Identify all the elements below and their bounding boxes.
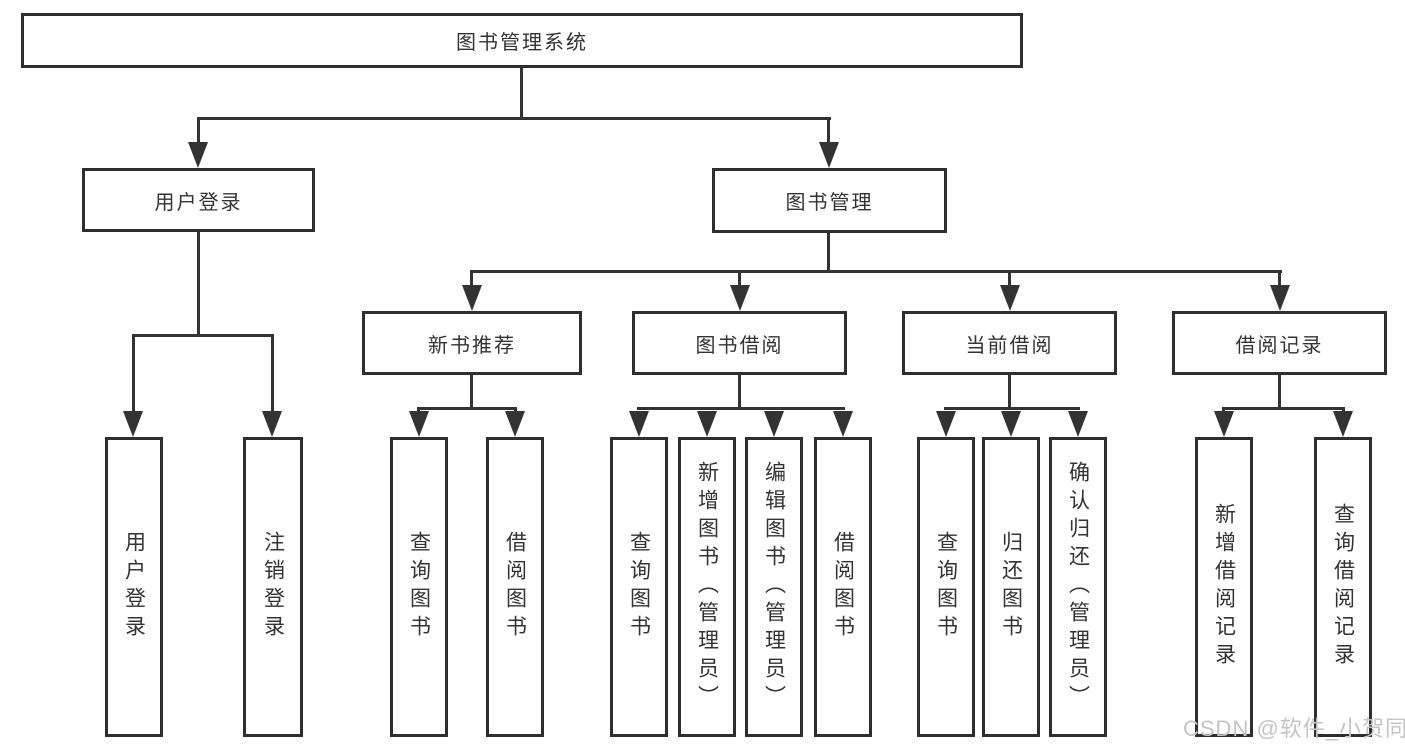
connector-arrow bbox=[833, 411, 853, 437]
node-book-borrowing: 图书借阅 bbox=[632, 311, 847, 375]
connector-arrow bbox=[188, 142, 208, 168]
connector-arrow bbox=[936, 411, 956, 437]
connector-arrow bbox=[1068, 411, 1088, 437]
connector-line bbox=[738, 375, 741, 410]
connector-line bbox=[1008, 375, 1011, 410]
connector-line bbox=[1278, 270, 1281, 288]
connector-line bbox=[132, 334, 135, 414]
connector-arrow bbox=[819, 142, 839, 168]
connector-line bbox=[470, 270, 473, 288]
connector-arrow bbox=[764, 411, 784, 437]
leaf-confirm-return-admin: 确认归还（管理员） bbox=[1049, 437, 1107, 737]
leaf-add-books-admin: 新增图书（管理员） bbox=[678, 437, 736, 737]
connector-line bbox=[1008, 270, 1011, 288]
connector-line bbox=[827, 233, 830, 273]
node-book-management: 图书管理 bbox=[712, 168, 947, 233]
connector-line bbox=[197, 117, 831, 120]
leaf-borrow-books-borrowing: 借阅图书 bbox=[814, 437, 872, 737]
leaf-query-books-recommend: 查询图书 bbox=[390, 437, 448, 737]
connector-arrow bbox=[1270, 285, 1290, 311]
connector-arrow bbox=[505, 411, 525, 437]
connector-line bbox=[271, 334, 274, 414]
node-current-borrowing: 当前借阅 bbox=[902, 311, 1117, 375]
connector-line bbox=[944, 407, 1080, 410]
connector-line bbox=[1278, 375, 1281, 410]
connector-arrow bbox=[629, 411, 649, 437]
connector-arrow bbox=[697, 411, 717, 437]
leaf-borrow-books-recommend: 借阅图书 bbox=[486, 437, 544, 737]
connector-line bbox=[1222, 407, 1345, 410]
connector-line bbox=[417, 407, 517, 410]
node-root: 图书管理系统 bbox=[21, 13, 1023, 68]
connector-arrow bbox=[1000, 285, 1020, 311]
connector-line bbox=[637, 407, 845, 410]
connector-arrow bbox=[462, 285, 482, 311]
connector-line bbox=[738, 270, 741, 288]
leaf-query-borrow-record: 查询借阅记录 bbox=[1314, 437, 1372, 737]
connector-arrow bbox=[1333, 411, 1353, 437]
connector-arrow bbox=[123, 411, 143, 437]
csdn-watermark: CSDN @软件_小贺同学 bbox=[1183, 716, 1405, 741]
connector-line bbox=[520, 68, 523, 120]
leaf-query-books-current: 查询图书 bbox=[917, 437, 975, 737]
connector-line bbox=[197, 232, 200, 337]
node-borrowing-records: 借阅记录 bbox=[1172, 311, 1387, 375]
leaf-user-login: 用户登录 bbox=[105, 437, 163, 737]
leaf-add-borrow-record: 新增借阅记录 bbox=[1195, 437, 1253, 737]
connector-arrow bbox=[409, 411, 429, 437]
leaf-edit-books-admin: 编辑图书（管理员） bbox=[745, 437, 803, 737]
leaf-logout: 注销登录 bbox=[243, 437, 303, 737]
connector-line bbox=[197, 117, 200, 147]
connector-arrow bbox=[730, 285, 750, 311]
leaf-query-books-borrowing: 查询图书 bbox=[610, 437, 668, 737]
node-user-login: 用户登录 bbox=[82, 168, 315, 232]
connector-arrow bbox=[1214, 411, 1234, 437]
connector-line bbox=[132, 334, 274, 337]
connector-line bbox=[470, 270, 1282, 273]
connector-arrow bbox=[262, 411, 282, 437]
connector-line bbox=[827, 117, 830, 147]
node-new-book-recommend: 新书推荐 bbox=[362, 311, 582, 375]
connector-line bbox=[470, 375, 473, 410]
leaf-return-books: 归还图书 bbox=[982, 437, 1040, 737]
connector-arrow bbox=[1001, 411, 1021, 437]
